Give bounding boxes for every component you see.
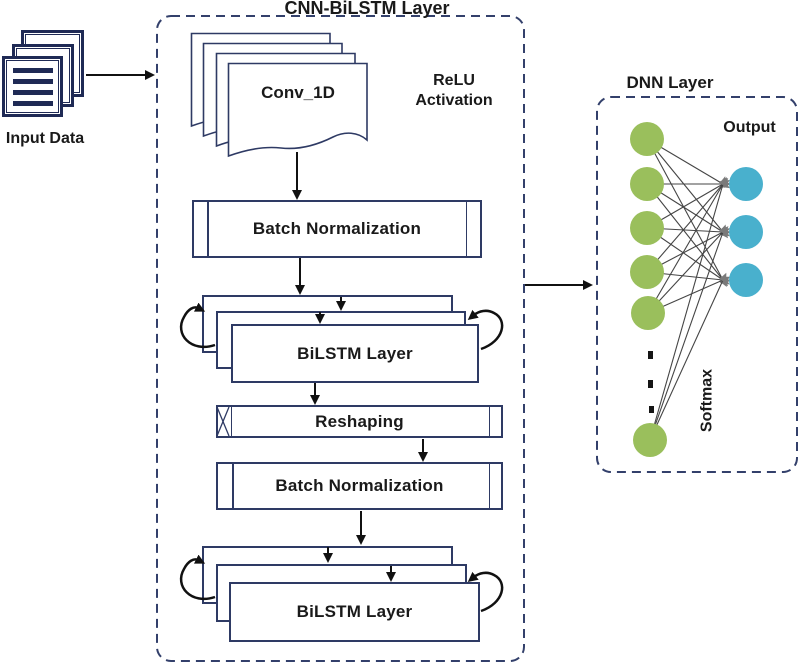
dnn-layer-title: DNN Layer (626, 73, 714, 92)
connection-line (646, 138, 727, 288)
connection-line (646, 138, 730, 189)
relu-line1: ReLU (433, 72, 475, 89)
relu-activation-label: ReLU Activation (394, 71, 514, 111)
input-document-front (2, 56, 63, 117)
output-node (729, 167, 763, 201)
connection-line (647, 177, 728, 314)
output-node (729, 215, 763, 249)
connection-line (646, 183, 730, 237)
inner-divider-line (232, 464, 234, 508)
softmax-label: Softmax (698, 368, 716, 433)
reshaping-label: Reshaping (315, 411, 404, 431)
batch-normalization-1-box: Batch Normalization (192, 200, 482, 258)
ellipsis-dot (648, 351, 653, 359)
ellipsis-dot (649, 406, 654, 413)
connection-line (646, 138, 729, 239)
text-line-bar (13, 90, 53, 95)
inner-divider-line (465, 202, 467, 256)
hidden-node (630, 122, 664, 156)
connection-line (646, 227, 731, 236)
ellipsis-dot (648, 380, 653, 388)
dnn-container (596, 96, 798, 473)
reshaping-box: Reshaping (216, 405, 503, 438)
hidden-node (631, 296, 665, 330)
text-line-bar (13, 68, 53, 73)
inner-divider-line (488, 464, 490, 508)
connection-line (646, 271, 731, 284)
connection-line (646, 177, 729, 273)
batch-normalization-2-box: Batch Normalization (216, 462, 503, 510)
hidden-node (633, 423, 667, 457)
dnn-hidden-nodes (630, 122, 667, 457)
connection-line (647, 226, 729, 314)
hidden-node (630, 211, 664, 245)
document-shape (190, 32, 331, 128)
x-cell (218, 407, 232, 436)
connection-line (647, 276, 731, 314)
ellipsis-dots (648, 351, 654, 413)
connection-line (646, 183, 728, 287)
hidden-node (630, 167, 664, 201)
hidden-node (630, 255, 664, 289)
document-shape (227, 62, 368, 158)
text-line-bar (13, 101, 53, 106)
output-node (729, 263, 763, 297)
connection-line (646, 227, 730, 285)
cnn-bilstm-layer-title: CNN-BiLSTM Layer (284, 0, 450, 18)
connection-line (646, 179, 730, 229)
input-data-label: Input Data (5, 130, 85, 147)
text-line-bar (13, 79, 53, 84)
conv1d-label: Conv_1D (261, 83, 335, 102)
bilstm-2-label: BiLSTM Layer (296, 602, 413, 621)
batch-normalization-1-label: Batch Normalization (252, 219, 422, 238)
inner-divider-line (488, 407, 490, 436)
inner-divider-line (207, 202, 209, 256)
output-label: Output (723, 119, 776, 136)
bilstm-1-front-box: BiLSTM Layer (231, 324, 479, 383)
connection-line (646, 228, 731, 273)
batch-normalization-2-label: Batch Normalization (275, 476, 444, 495)
bilstm-2-front-box: BiLSTM Layer (229, 582, 480, 642)
bilstm-1-label: BiLSTM Layer (297, 343, 413, 363)
relu-line2: Activation (415, 92, 493, 109)
dnn-output-nodes (729, 167, 763, 297)
